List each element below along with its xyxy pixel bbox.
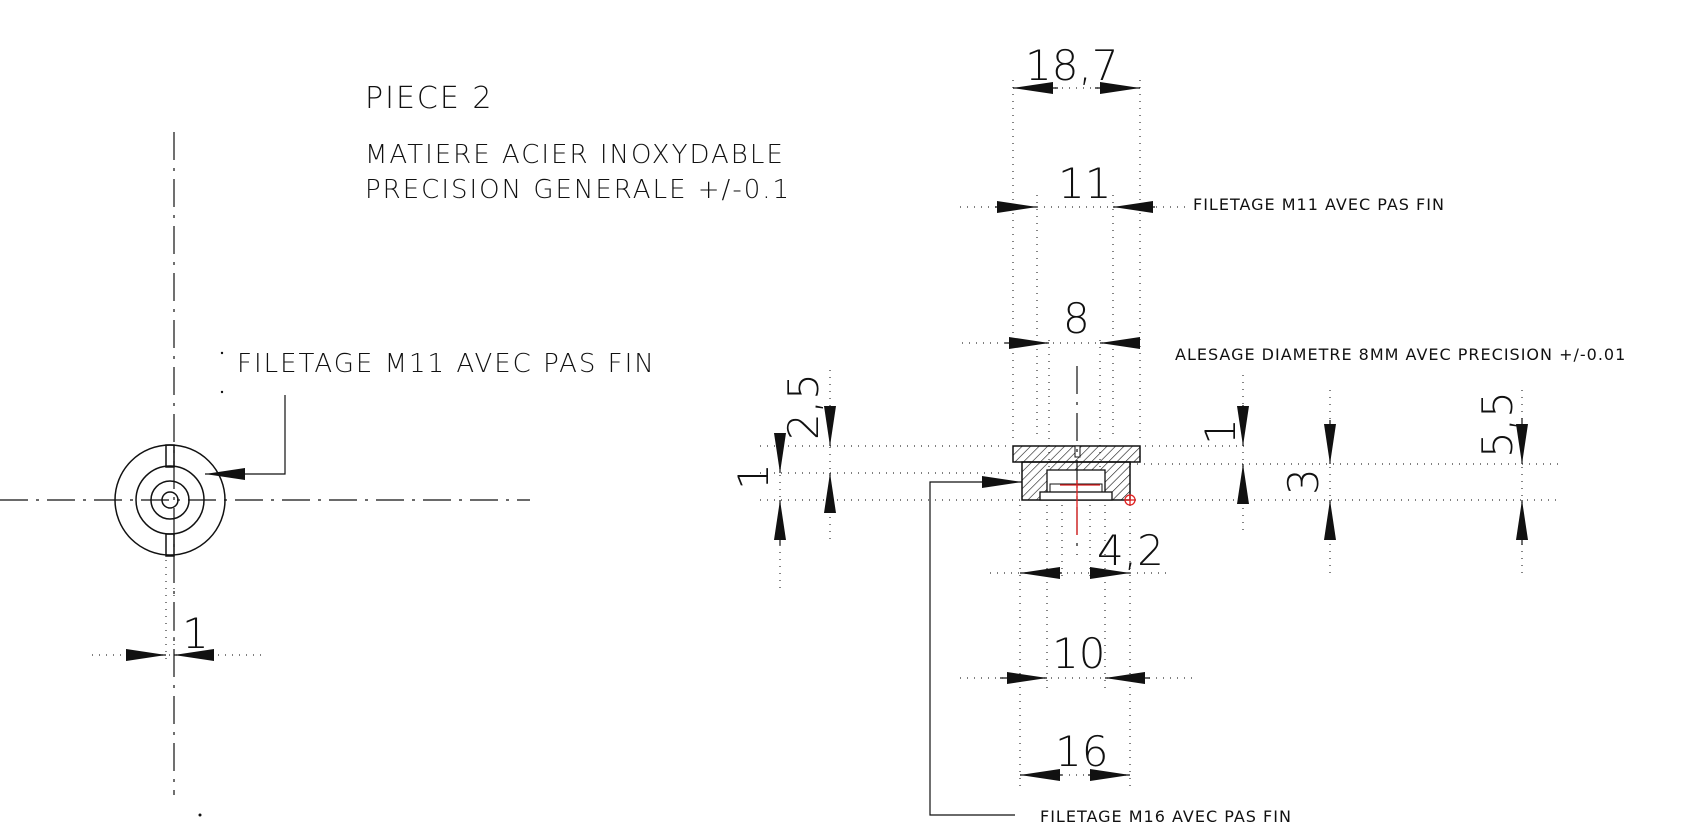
bore-note: ALESAGE DIAMETRE 8MM AVEC PRECISION +/-0… [1175, 345, 1626, 364]
thread-note-m11-right: FILETAGE M11 AVEC PAS FIN [1193, 195, 1445, 214]
slot-bottom [165, 533, 175, 557]
dim-2-5: 2,5 [779, 373, 828, 440]
thread-note-m11-left: FILETAGE M11 AVEC PAS FIN [237, 349, 656, 379]
dim-16: 16 [1055, 727, 1108, 776]
dim-18-7: 18,7 [1025, 41, 1119, 90]
dim-1-left: 1 [729, 463, 778, 490]
leader-m16 [929, 476, 1022, 816]
section-view: 18,7 11 FILETAGE M11 AVEC PAS FIN 8 ALES… [729, 41, 1626, 826]
dim-8: 8 [1063, 294, 1090, 343]
dim-5-5: 5,5 [1473, 391, 1522, 458]
bore-circle [161, 491, 179, 509]
front-view: FILETAGE M11 AVEC PAS FIN 1 [0, 132, 656, 817]
dim-11: 11 [1058, 159, 1111, 208]
leader-m11-left [205, 395, 286, 480]
dim-10: 10 [1052, 629, 1105, 678]
slot-top [165, 444, 175, 468]
material-note: MATIERE ACIER INOXYDABLE [365, 140, 785, 170]
thread-note-m16: FILETAGE M16 AVEC PAS FIN [1040, 807, 1292, 826]
inner-circle [150, 480, 190, 520]
precision-note: PRECISION GENERALE +/-0.1 [365, 175, 791, 205]
dim-3: 3 [1279, 468, 1328, 495]
dim-1-mid: 1 [1196, 418, 1245, 445]
dim-slot-width: 1 [182, 609, 209, 658]
dim-4-2: 4,2 [1097, 526, 1164, 575]
drawing-title: PIECE 2 [365, 81, 493, 116]
